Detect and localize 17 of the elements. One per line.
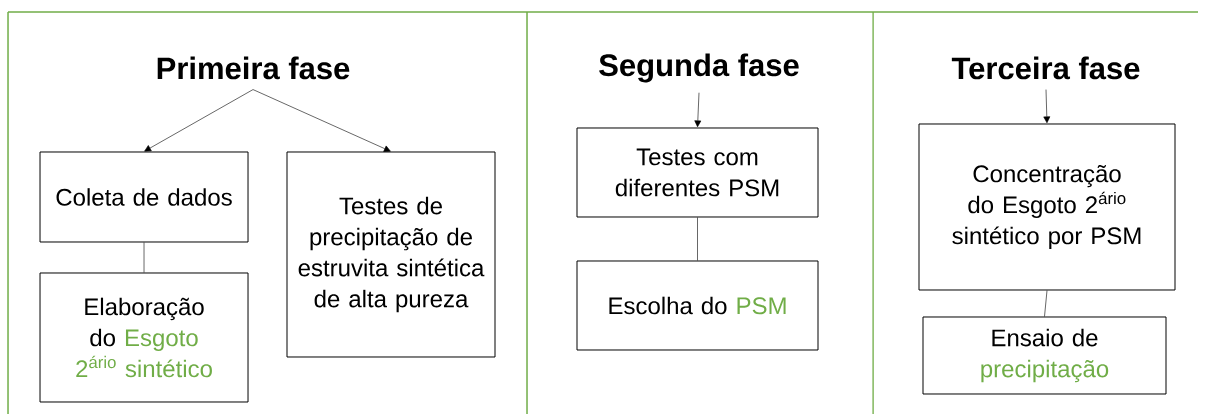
arrow [694, 92, 702, 128]
process-box: Testes com diferentes PSM [576, 127, 819, 218]
process-box: Ensaio de precipitação [922, 316, 1167, 395]
phase-heading: Primeira fase [157, 56, 350, 80]
process-box: Testes de precipitação de estruvita sintética de alta pureza [286, 151, 496, 358]
arrow [144, 89, 254, 152]
phase-heading: Segunda fase [599, 53, 799, 83]
connector-line [1044, 290, 1048, 317]
process-box: Escolha do PSM [576, 260, 819, 351]
phase-heading: Terceira fase [951, 56, 1140, 80]
connector-line [143, 242, 145, 273]
arrow [252, 89, 391, 152]
process-box: Concentração do Esgoto 2$^{ário}$ sintético por PSM [918, 123, 1176, 291]
process-box: Coleta de dados [39, 151, 249, 243]
connector-line [697, 217, 698, 261]
arrow [1043, 89, 1051, 124]
process-box: Elaboração do Esgoto 2$^{ário}$ sintético [39, 272, 249, 403]
